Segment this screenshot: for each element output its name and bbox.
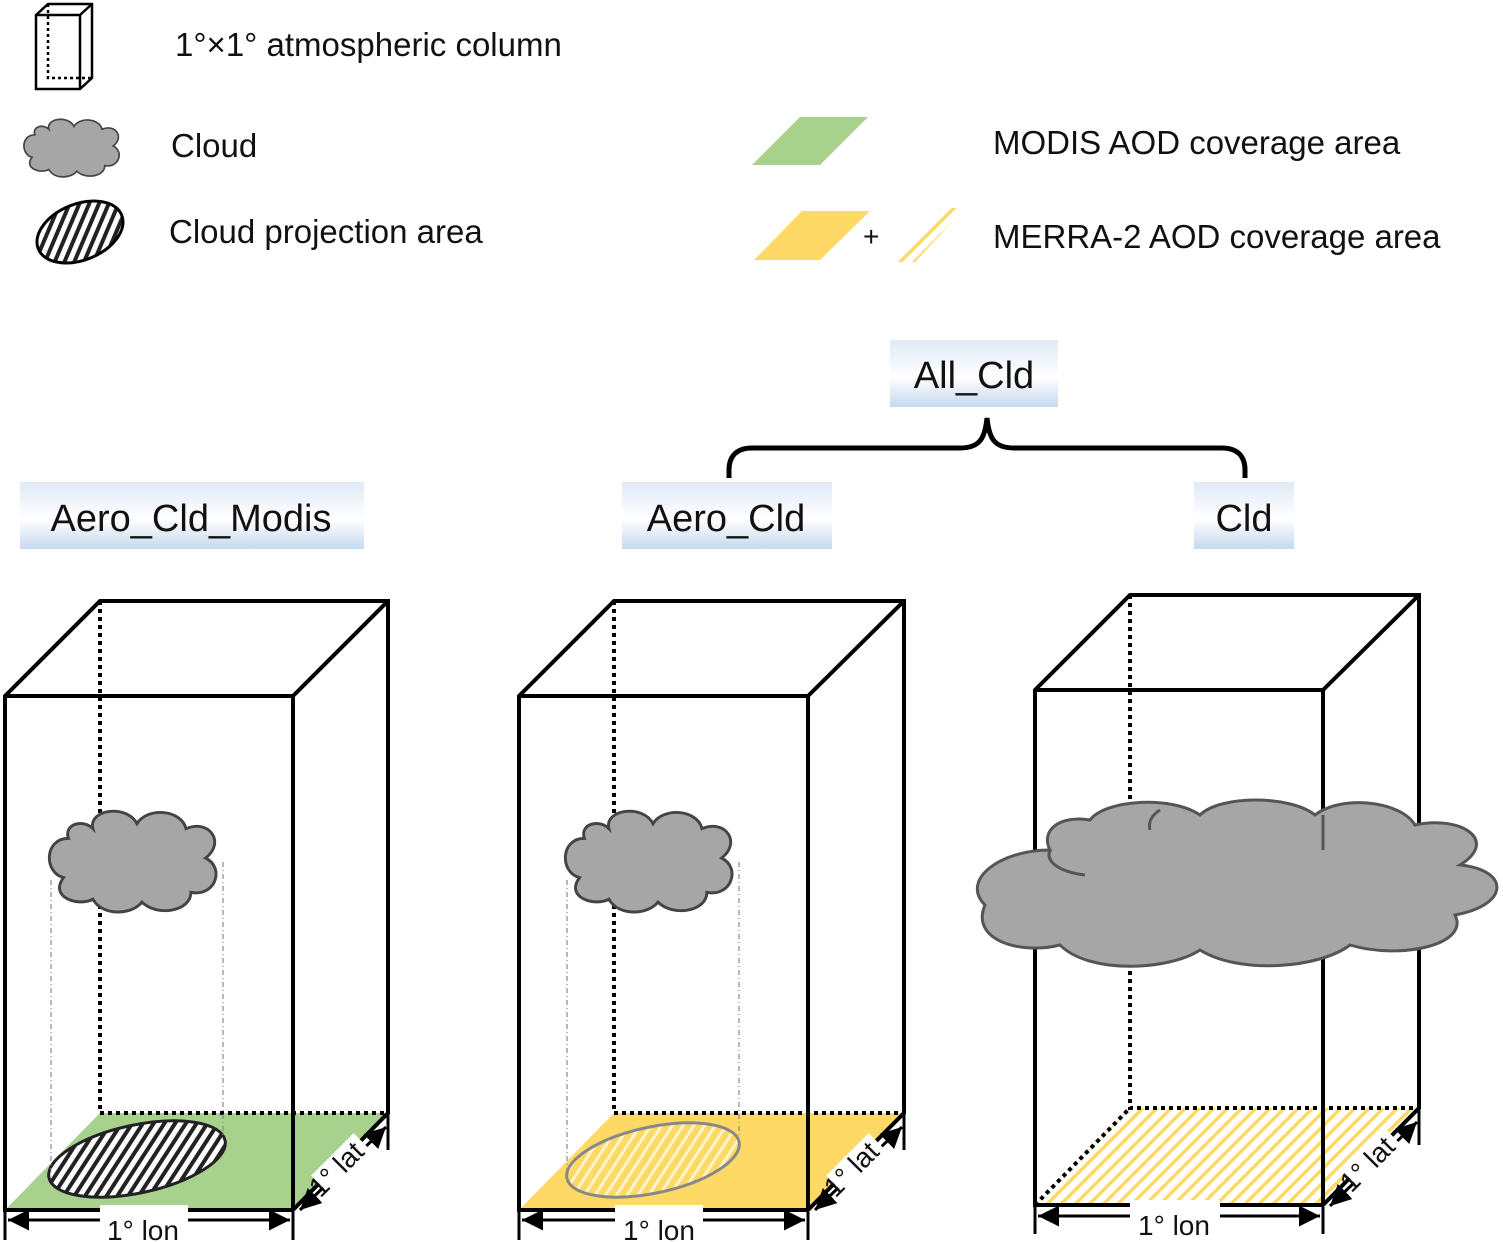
merra-legend-swatch — [754, 211, 870, 260]
cloud-shape — [47, 809, 218, 914]
cloud-projection-area — [47, 1119, 227, 1199]
lon-dimension-label-2: 1° lon — [623, 1215, 695, 1242]
column-aero-cld-modis: 1° lon 1° lat — [3, 599, 390, 1242]
cloud-legend-icon — [23, 118, 120, 178]
aero-cld-label: Aero_Cld — [647, 498, 805, 540]
cloud-shape-2 — [563, 809, 734, 914]
merra-hatch-legend-swatch — [892, 208, 965, 262]
aero-cld-label-box: Aero_Cld — [622, 482, 832, 549]
all-cld-label-box: All_Cld — [890, 340, 1058, 407]
legend: 1°×1° atmospheric column Cloud Cloud pro… — [23, 2, 1441, 265]
cloud-projection-area-merra — [565, 1121, 741, 1199]
legend-modis-label: MODIS AOD coverage area — [993, 124, 1401, 161]
column-cld: 1° lon 1° lat — [976, 593, 1499, 1241]
legend-column-label: 1°×1° atmospheric column — [175, 26, 562, 63]
lon-dimension-label: 1° lon — [107, 1215, 179, 1242]
column-legend-icon — [34, 2, 94, 91]
aero-cld-modis-label: Aero_Cld_Modis — [51, 498, 332, 540]
all-cld-label: All_Cld — [914, 355, 1034, 397]
projection-legend-icon — [35, 199, 125, 265]
aero-cld-modis-label-box: Aero_Cld_Modis — [20, 482, 364, 549]
cld-label-box: Cld — [1194, 482, 1294, 549]
cld-label: Cld — [1215, 498, 1272, 540]
legend-merra-label: MERRA-2 AOD coverage area — [993, 218, 1441, 255]
legend-plus: + — [863, 221, 879, 252]
modis-legend-swatch — [752, 117, 868, 165]
legend-projection-label: Cloud projection area — [169, 213, 483, 250]
column-aero-cld: 1° lon 1° lat — [517, 599, 906, 1242]
legend-cloud-label: Cloud — [171, 127, 257, 164]
lon-dimension-label-3: 1° lon — [1138, 1210, 1210, 1241]
large-cloud-shape — [976, 798, 1499, 968]
group-brace — [726, 417, 1248, 478]
